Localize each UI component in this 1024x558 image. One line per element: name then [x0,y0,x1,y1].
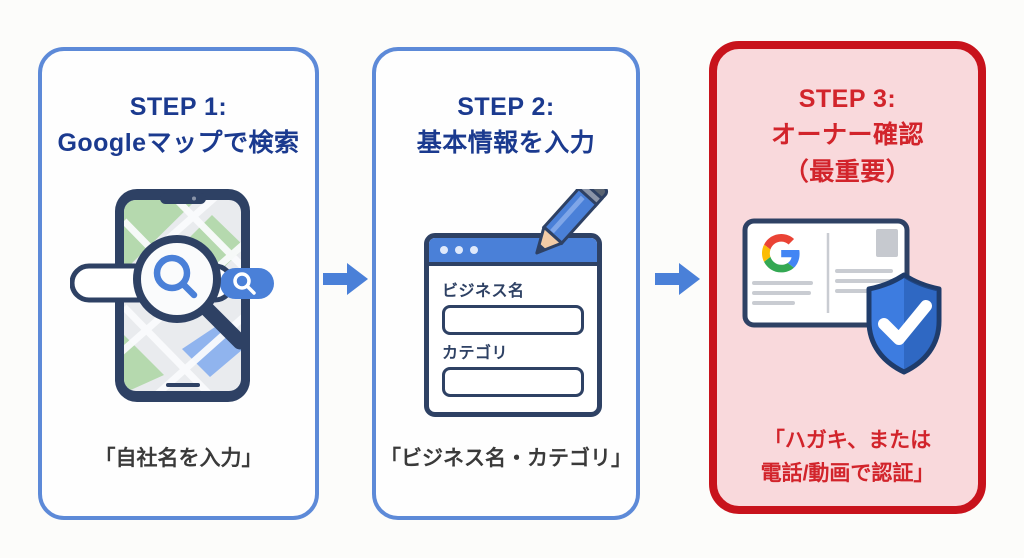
step3-title: STEP 3: オーナー確認 （最重要） [717,81,978,190]
step1-caption: 「自社名を入力」 [42,443,315,476]
arrow-right-icon [323,263,368,295]
window-dot-icon [470,246,478,254]
step3-caption-line1: 「ハガキ、または [763,429,932,452]
step1-caption-text: 「自社名を入力」 [94,447,263,470]
phone-map-search-icon [70,189,274,402]
step2-title-line2: 基本情報を入力 [416,129,596,158]
step3-caption: 「ハガキ、または 電話/動画で認証」 [717,425,978,490]
step3-title-line2: オーナー確認 [770,121,924,150]
form-pencil-icon: ビジネス名 カテゴリ [424,189,609,417]
step2-caption-text: 「ビジネス名・カテゴリ」 [380,447,632,470]
window-dot-icon [440,246,448,254]
step3-title-line1: STEP 3: [798,85,897,113]
arrow-right-icon [655,263,700,295]
step1-title: STEP 1: Googleマップで検索 [42,89,315,162]
step2-card: STEP 2: 基本情報を入力 ビジネス名 カテゴリ [372,47,640,520]
google-g-logo [762,234,800,273]
business-name-label: ビジネス名 [442,283,525,300]
window-dot-icon [455,246,463,254]
step2-caption: 「ビジネス名・カテゴリ」 [376,443,636,476]
step1-title-line2: Googleマップで検索 [57,129,300,158]
category-label: カテゴリ [442,345,509,362]
step1-title-line1: STEP 1: [129,93,228,121]
business-name-input-graphic [442,305,584,335]
category-input-graphic [442,367,584,397]
step3-card: STEP 3: オーナー確認 （最重要） [709,41,986,514]
step2-title-line1: STEP 2: [457,93,555,121]
form-body: ビジネス名 カテゴリ [429,266,597,412]
form-window-graphic: ビジネス名 カテゴリ [424,233,602,417]
pencil-icon [535,189,609,255]
step3-title-line3: （最重要） [783,157,912,186]
form-titlebar [429,238,597,266]
step3-caption-line2: 電話/動画で認証」 [760,461,935,485]
step2-title: STEP 2: 基本情報を入力 [376,89,636,162]
postcard-shield-icon [742,218,942,375]
step1-card: STEP 1: Googleマップで検索 [38,47,319,520]
